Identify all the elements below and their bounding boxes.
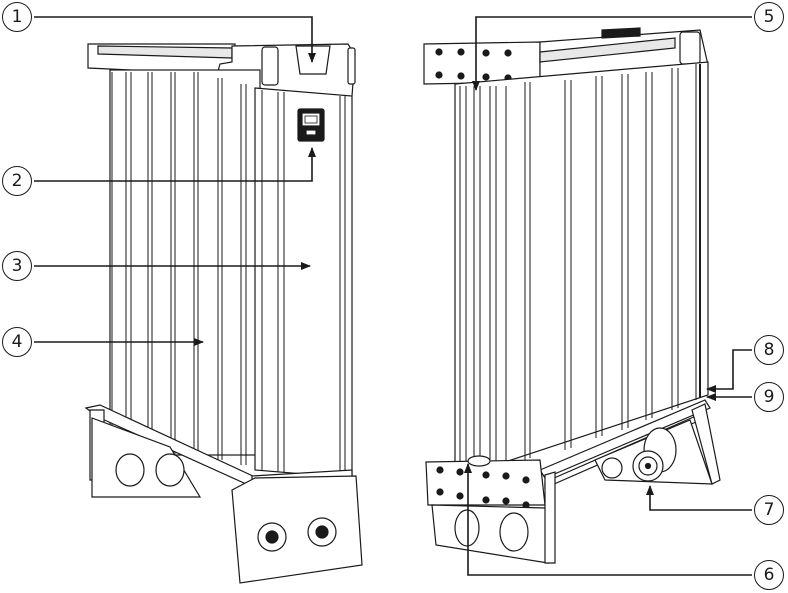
callout-9: 9 bbox=[754, 382, 784, 412]
left-unit-front-view bbox=[84, 43, 363, 584]
callout-3: 3 bbox=[2, 251, 32, 281]
callout-4: 4 bbox=[2, 327, 32, 357]
right-unit-rear-view bbox=[423, 27, 721, 564]
callout-8: 8 bbox=[754, 335, 784, 365]
callout-2: 2 bbox=[2, 166, 32, 196]
callout-1: 1 bbox=[2, 2, 32, 32]
leader-lines bbox=[34, 16, 752, 576]
callout-6: 6 bbox=[754, 560, 784, 590]
callout-7: 7 bbox=[754, 495, 784, 525]
callout-5: 5 bbox=[754, 2, 784, 32]
display-panel-icon bbox=[297, 108, 325, 142]
